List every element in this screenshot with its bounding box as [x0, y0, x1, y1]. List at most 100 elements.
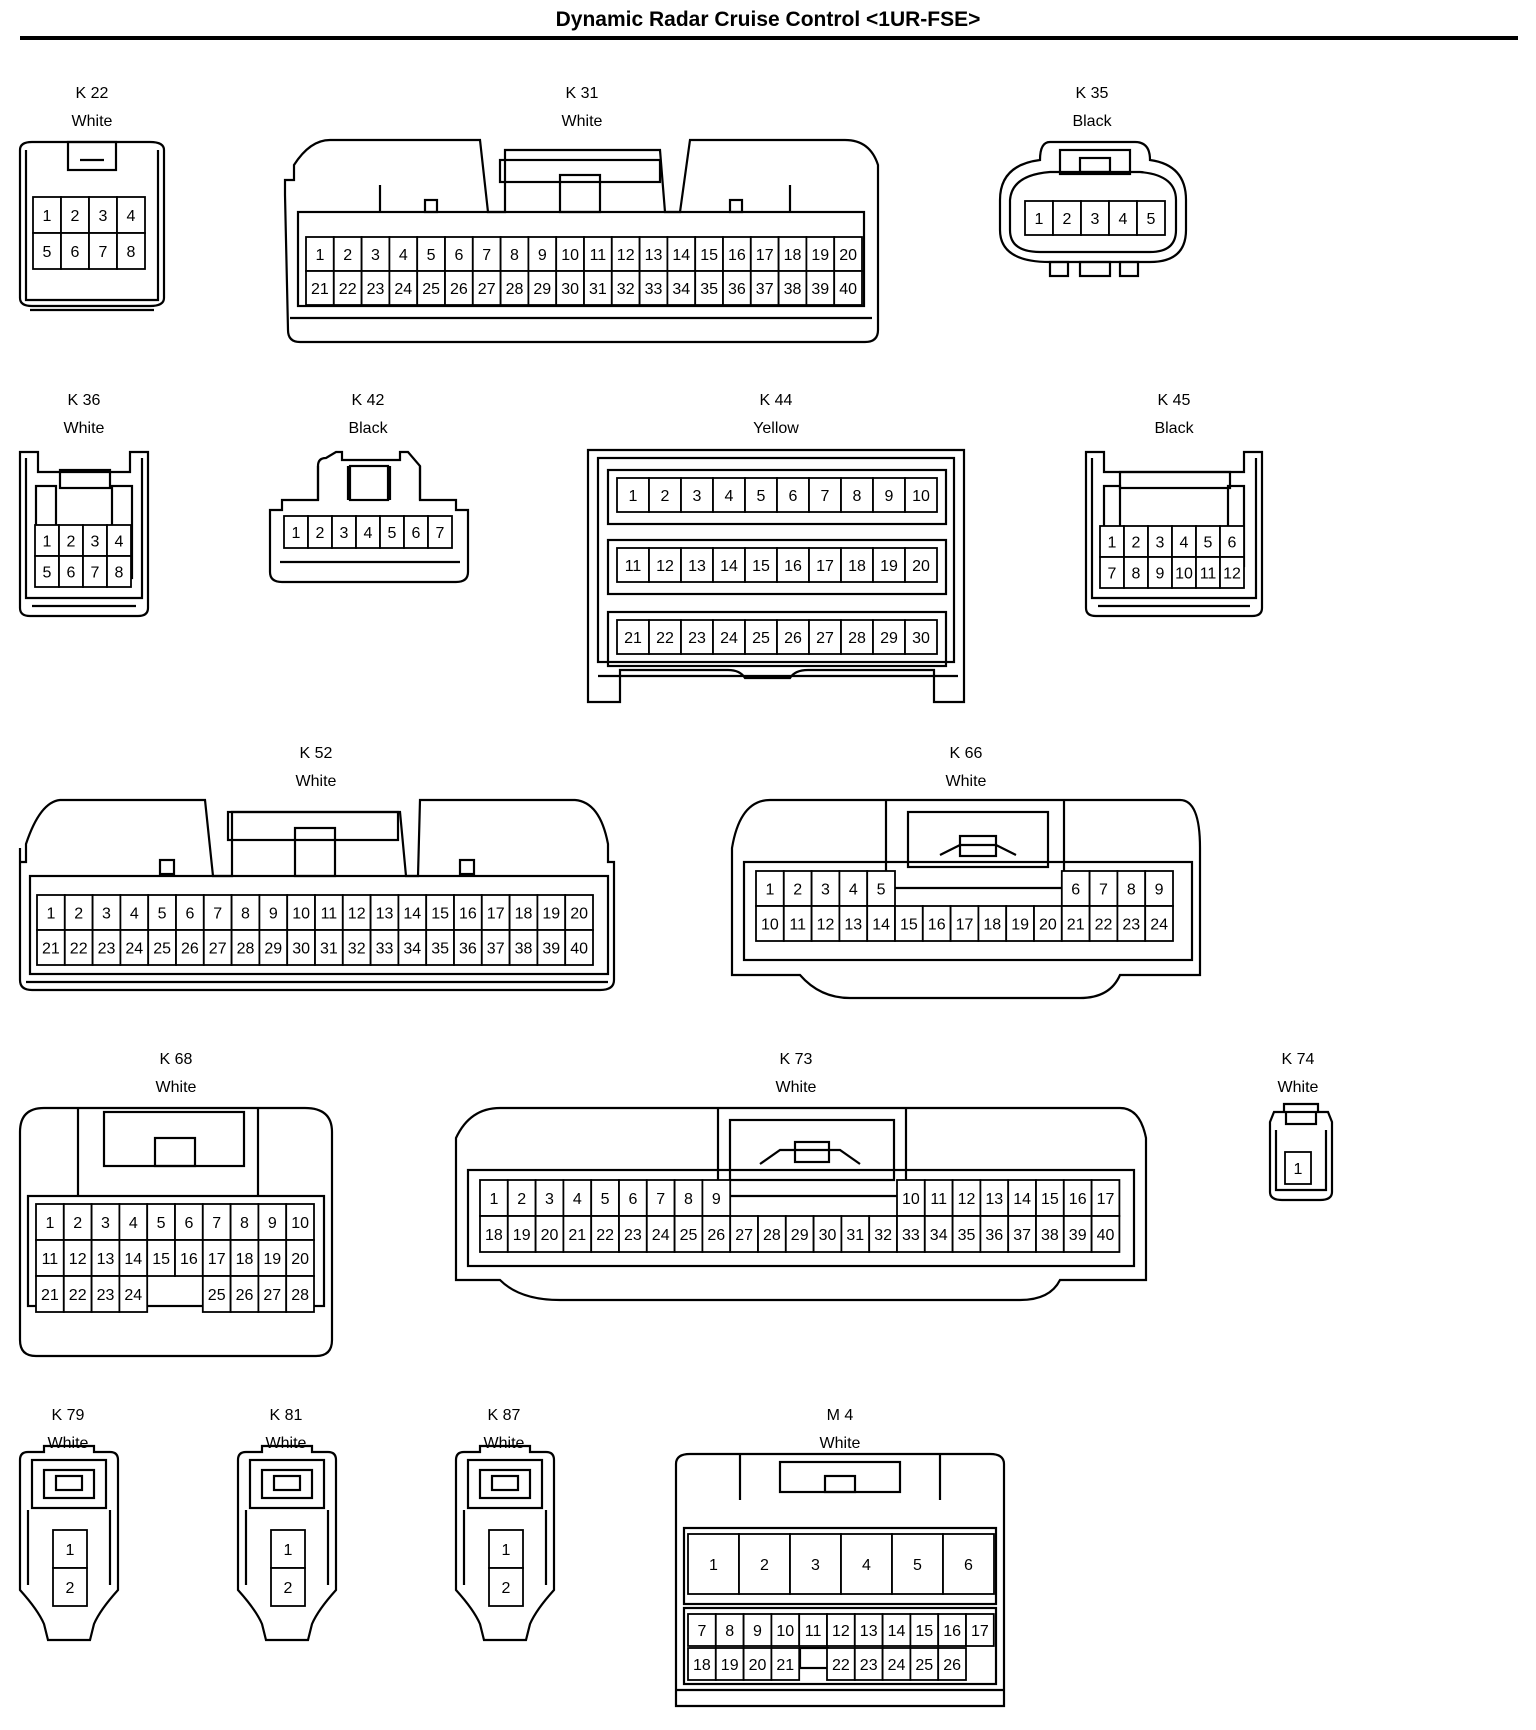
pin-number: 3: [101, 1215, 110, 1232]
pin-number: 16: [784, 558, 802, 575]
pin-number: 18: [485, 1227, 503, 1244]
pin-cell: [508, 929, 539, 966]
pin-number: 22: [70, 941, 88, 958]
pin-cell: [91, 929, 122, 966]
pin-number: 1: [1035, 211, 1044, 228]
pin-cell: [369, 929, 400, 966]
pin-number: 1: [502, 1542, 511, 1559]
pin-number: 20: [291, 1251, 309, 1268]
pin-cell: [257, 1275, 288, 1313]
pin-number: 4: [129, 1215, 138, 1232]
pin-cell: [258, 894, 289, 931]
pin-number: 33: [645, 281, 663, 298]
connector-id-label: K 36: [68, 392, 101, 409]
connector-color-label: White: [296, 773, 337, 790]
pin-cell: [1147, 525, 1173, 558]
pin-number: 8: [510, 247, 519, 264]
pin-number: 37: [1013, 1227, 1031, 1244]
pin-cell: [471, 270, 502, 306]
pin-number: 15: [915, 1623, 933, 1640]
pin-number: 13: [985, 1191, 1003, 1208]
pin-number: 12: [817, 917, 835, 934]
pin-cell: [32, 196, 62, 234]
pin-cell: [812, 1215, 843, 1253]
pin-number: 18: [983, 917, 1001, 934]
pin-number: 2: [1063, 211, 1072, 228]
pin-number: 1: [709, 1557, 718, 1574]
pin-number: 1: [315, 247, 324, 264]
pin-number: 25: [422, 281, 440, 298]
connector-housing: [236, 1444, 338, 1642]
pin-number: 19: [880, 558, 898, 575]
pin-cell: [673, 1215, 704, 1253]
pin-number: 34: [403, 941, 421, 958]
pin-number: 10: [291, 1215, 309, 1232]
pin-number: 22: [339, 281, 357, 298]
pin-number: 8: [684, 1191, 693, 1208]
pin-number: 5: [601, 1191, 610, 1208]
pin-number: 4: [1119, 211, 1128, 228]
pin-number: 28: [763, 1227, 781, 1244]
pin-cell: [1284, 1151, 1312, 1185]
pin-cell: [1024, 200, 1054, 236]
pin-number: 13: [860, 1623, 878, 1640]
pin-number: 14: [672, 247, 690, 264]
pin-number: 19: [721, 1657, 739, 1674]
pin-cell: [562, 1215, 593, 1253]
pin-cell: [1171, 556, 1197, 589]
pin-number: 25: [208, 1287, 226, 1304]
pin-number: 40: [570, 941, 588, 958]
pin-number: 6: [1228, 535, 1237, 552]
pin-cell: [106, 555, 132, 588]
pin-number: 23: [860, 1657, 878, 1674]
pin-cell: [555, 236, 585, 272]
pin-cell: [58, 524, 84, 557]
pin-cell: [1219, 556, 1245, 589]
pin-cell: [286, 929, 316, 966]
pin-number: 4: [127, 208, 136, 225]
pin-number: 10: [776, 1623, 794, 1640]
pin-cell: [694, 236, 724, 272]
connector-id-label: K 87: [488, 1407, 521, 1424]
pin-number: 20: [570, 906, 588, 923]
pin-number: 6: [184, 1215, 193, 1232]
pin-number: 24: [394, 281, 412, 298]
pin-number: 26: [784, 630, 802, 647]
pin-number: 32: [348, 941, 366, 958]
pin-number: 14: [720, 558, 738, 575]
pin-number: 22: [69, 1287, 87, 1304]
pin-cell: [782, 870, 813, 907]
pin-number: 13: [688, 558, 706, 575]
pin-cell: [1144, 870, 1174, 907]
pin-number: 40: [839, 281, 857, 298]
pin-number: 13: [645, 247, 663, 264]
pin-number: 1: [292, 525, 301, 542]
pin-cell: [701, 1215, 732, 1253]
pin-cell: [1088, 870, 1119, 907]
pin-cell: [891, 1533, 944, 1595]
pin-cell: [826, 1613, 856, 1647]
pin-number: 21: [568, 1227, 586, 1244]
pin-cell: [979, 1215, 1010, 1253]
pin-number: 5: [43, 244, 52, 261]
pin-number: 29: [791, 1227, 809, 1244]
pin-number: 15: [152, 1251, 170, 1268]
pin-cell: [1219, 525, 1245, 558]
pin-number: 36: [459, 941, 477, 958]
pin-number: 15: [431, 906, 449, 923]
pin-number: 19: [811, 247, 829, 264]
pin-cell: [687, 1613, 717, 1647]
pin-number: 8: [240, 1215, 249, 1232]
pin-number: 26: [943, 1657, 961, 1674]
pin-cell: [285, 1239, 315, 1277]
pin-number: 24: [1150, 917, 1168, 934]
pin-cell: [285, 1275, 315, 1313]
pin-number: 27: [735, 1227, 753, 1244]
pin-number: 20: [912, 558, 930, 575]
